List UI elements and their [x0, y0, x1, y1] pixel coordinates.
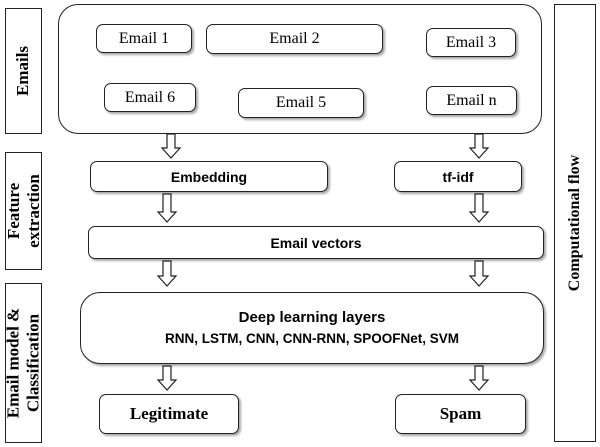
- email-2-box: Email 2: [206, 24, 383, 54]
- arrow-down-icon: [468, 365, 490, 391]
- embedding-box: Embedding: [90, 161, 328, 192]
- email-vectors-label: Email vectors: [270, 234, 362, 251]
- legitimate-box: Legitimate: [99, 394, 239, 434]
- email-n-label: Email n: [446, 91, 497, 109]
- email-1-label: Email 1: [118, 29, 170, 47]
- deep-learning-models: RNN, LSTM, CNN, CNN-RNN, SPOOFNet, SVM: [164, 331, 459, 346]
- email-n-box: Email n: [426, 86, 517, 115]
- email-5-box: Email 5: [238, 88, 364, 118]
- embedding-label: Embedding: [170, 168, 248, 185]
- email-2-label: Email 2: [269, 30, 320, 47]
- email-6-label: Email 6: [124, 88, 176, 106]
- deep-learning-box: Deep learning layers RNN, LSTM, CNN, CNN…: [80, 292, 544, 364]
- email-3-label: Email 3: [445, 33, 497, 51]
- legitimate-label: Legitimate: [129, 404, 209, 423]
- email-6-box: Email 6: [104, 83, 196, 112]
- arrow-down-icon: [160, 133, 182, 159]
- email-vectors-box: Email vectors: [88, 226, 544, 259]
- email-5-label: Email 5: [275, 94, 327, 111]
- arrow-down-icon: [156, 260, 178, 287]
- section-label-feature-extraction: Feature extraction: [4, 152, 43, 270]
- tfidf-label: tf-idf: [442, 168, 474, 185]
- computational-flow-label: Computational flow: [554, 4, 596, 442]
- spam-box: Spam: [395, 394, 526, 434]
- section-label-email-model: Email model & Classification: [4, 283, 43, 443]
- arrow-down-icon: [156, 193, 178, 223]
- spam-label: Spam: [439, 404, 482, 423]
- section-label-emails: Emails: [5, 8, 42, 134]
- email-3-box: Email 3: [426, 28, 516, 57]
- email-1-box: Email 1: [96, 24, 192, 53]
- tfidf-box: tf-idf: [394, 161, 522, 192]
- arrow-down-icon: [468, 260, 490, 287]
- arrow-down-icon: [468, 193, 490, 223]
- arrow-down-icon: [156, 365, 178, 391]
- arrow-down-icon: [468, 133, 490, 159]
- deep-learning-title: Deep learning layers: [238, 309, 386, 326]
